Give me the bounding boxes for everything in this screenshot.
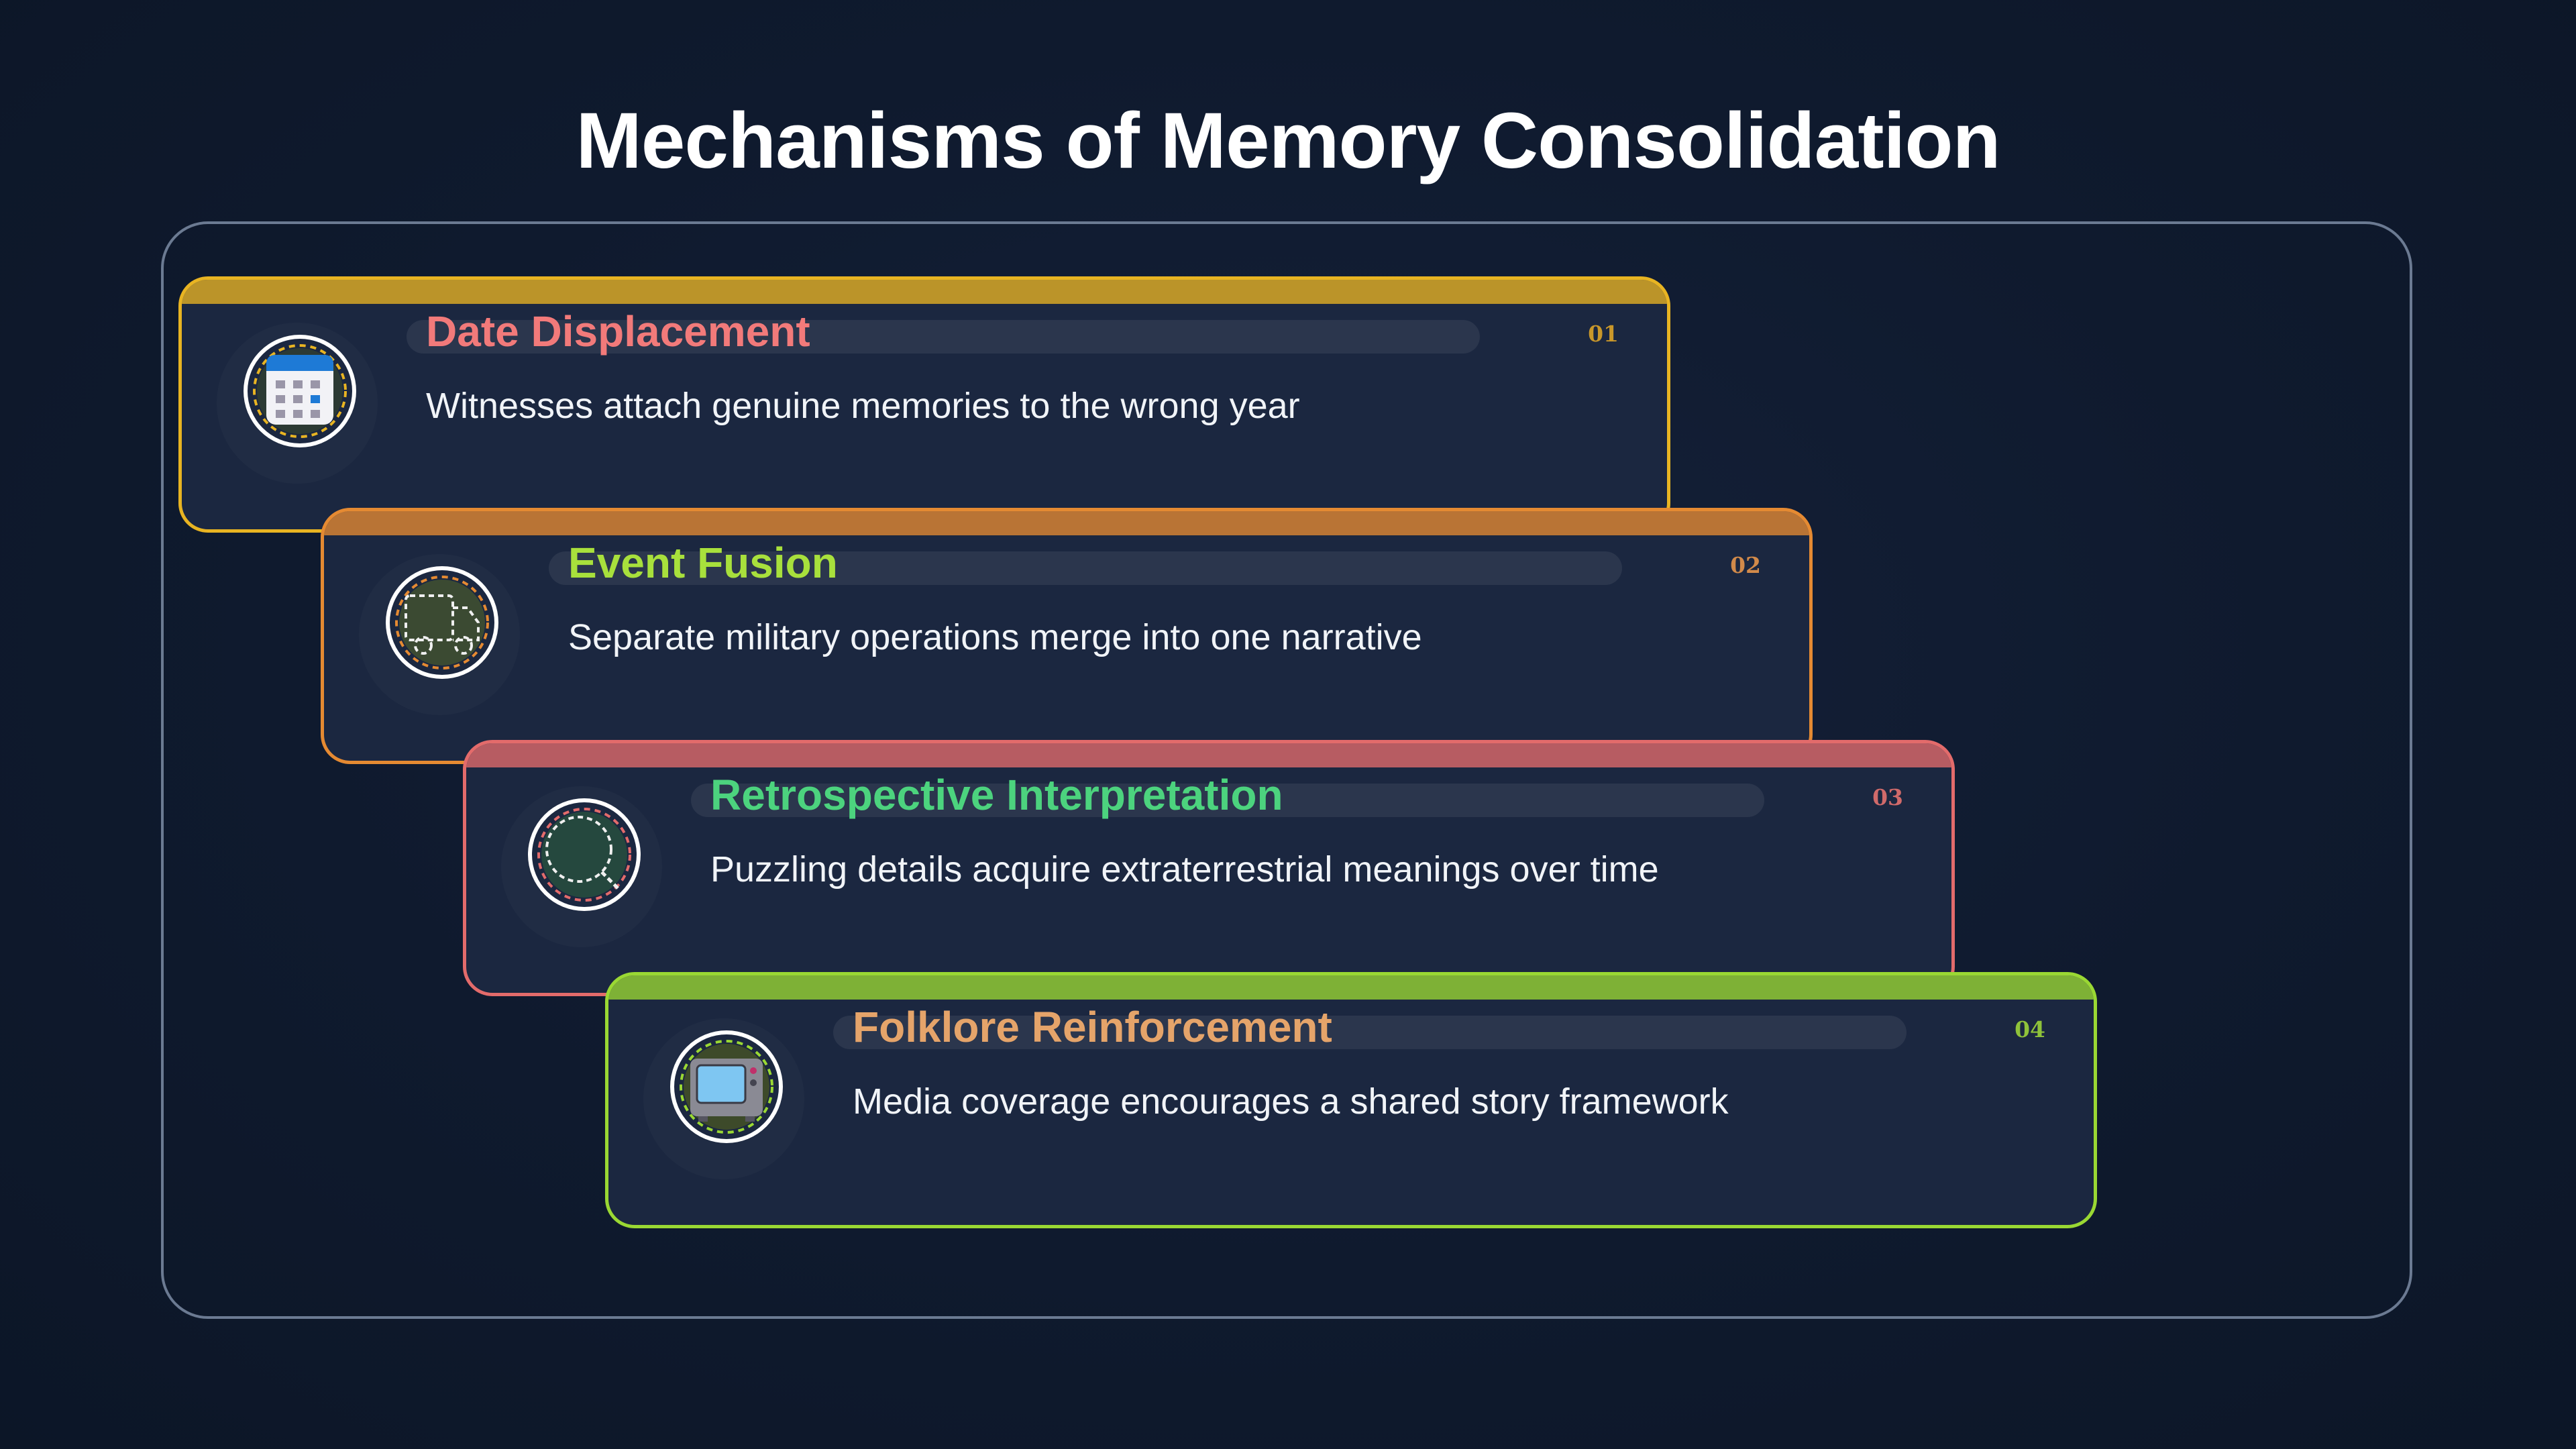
card-number: 01 <box>1588 321 1619 347</box>
card-title: Folklore Reinforcement <box>853 1003 1332 1051</box>
card-folklore-reinforcement: Folklore Reinforcement 04 Media coverage… <box>605 972 2097 1228</box>
card-number: 02 <box>1730 552 1761 578</box>
page-title: Mechanisms of Memory Consolidation <box>576 97 2000 185</box>
card-title: Date Displacement <box>426 307 810 356</box>
card-header-strip <box>608 975 2094 1000</box>
truck-icon <box>383 564 501 682</box>
television-icon <box>667 1028 786 1146</box>
title-track <box>549 551 1622 585</box>
title-track <box>833 1016 1907 1049</box>
diagram-frame <box>161 221 2412 1319</box>
card-description: Puzzling details acquire extraterrestria… <box>710 849 1659 890</box>
card-date-displacement: Date Displacement 01 Witnesses attach ge… <box>178 276 1670 533</box>
card-header-strip <box>182 280 1667 304</box>
card-event-fusion: Event Fusion 02 Separate military operat… <box>321 508 1813 764</box>
card-description: Separate military operations merge into … <box>568 617 1422 657</box>
card-title: Retrospective Interpretation <box>710 771 1283 819</box>
card-header-strip <box>466 743 1951 767</box>
card-header-strip <box>324 511 1809 535</box>
card-retrospective-interpretation: Retrospective Interpretation 03 Puzzling… <box>463 740 1955 996</box>
card-number: 03 <box>1872 784 1903 810</box>
calendar-icon <box>241 332 359 450</box>
title-track <box>407 320 1480 354</box>
magnifier-icon <box>525 796 643 914</box>
title-track <box>691 784 1764 817</box>
card-title: Event Fusion <box>568 539 838 587</box>
card-description: Media coverage encourages a shared story… <box>853 1081 1729 1122</box>
card-number: 04 <box>2015 1016 2045 1042</box>
card-description: Witnesses attach genuine memories to the… <box>426 386 1300 426</box>
